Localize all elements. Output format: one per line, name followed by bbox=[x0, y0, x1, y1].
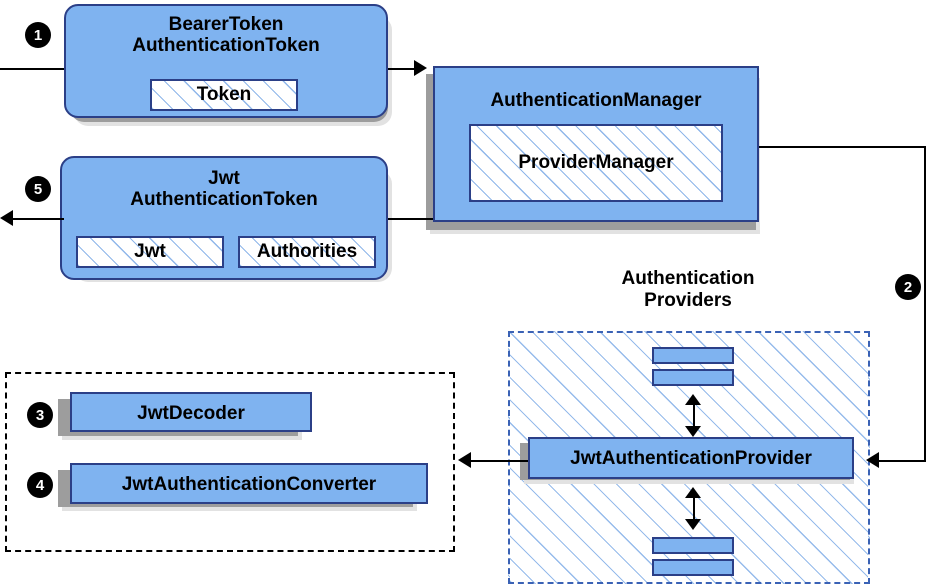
jwt-provider-title: JwtAuthenticationProvider bbox=[570, 448, 812, 469]
connector-provider-link-bottom bbox=[693, 491, 695, 523]
connector-manager-out-top bbox=[759, 146, 926, 148]
node-jwt-authentication-provider[interactable]: JwtAuthenticationProvider bbox=[528, 437, 854, 479]
arrowhead-provider-link-top-down bbox=[685, 426, 701, 437]
provider-placeholder-bar-top-1 bbox=[652, 347, 734, 364]
connector-response-out bbox=[8, 218, 64, 220]
authentication-providers-label: Authentication Providers bbox=[621, 268, 755, 311]
arrowhead-into-provider bbox=[866, 452, 879, 468]
node-jwt-authentication-converter[interactable]: JwtAuthenticationConverter bbox=[70, 463, 428, 504]
provider-placeholder-bar-bottom-2 bbox=[652, 559, 734, 576]
connector-into-provider bbox=[878, 460, 926, 462]
connector-provider-link-top bbox=[693, 398, 695, 430]
connector-manager-to-jwt-token bbox=[388, 218, 433, 220]
arrowhead-provider-link-top-up bbox=[685, 394, 701, 405]
connector-request-in bbox=[0, 68, 64, 70]
jwt-converter-title: JwtAuthenticationConverter bbox=[121, 474, 377, 495]
bearer-token-inner-token[interactable]: Token bbox=[150, 79, 298, 111]
step-badge-5: 5 bbox=[26, 177, 50, 201]
jwt-token-inner-authorities[interactable]: Authorities bbox=[238, 236, 376, 268]
jwt-decoder-title: JwtDecoder bbox=[137, 403, 245, 424]
arrowhead-provider-link-bottom-up bbox=[685, 487, 701, 498]
step-badge-4: 4 bbox=[28, 473, 52, 497]
bearer-token-title: BearerToken AuthenticationToken bbox=[132, 14, 320, 57]
authentication-manager-title: AuthenticationManager bbox=[490, 90, 702, 111]
arrowhead-bearer-to-manager bbox=[414, 60, 427, 76]
step-badge-3: 3 bbox=[28, 403, 52, 427]
jwt-token-inner-jwt[interactable]: Jwt bbox=[76, 236, 224, 268]
arrowhead-response-out bbox=[0, 210, 13, 226]
connector-manager-out-vertical bbox=[924, 146, 926, 461]
node-jwt-decoder[interactable]: JwtDecoder bbox=[70, 392, 312, 432]
authentication-manager-inner-provider-manager[interactable]: ProviderManager bbox=[469, 124, 723, 202]
provider-placeholder-bar-bottom-1 bbox=[652, 537, 734, 554]
provider-placeholder-bar-top-2 bbox=[652, 369, 734, 386]
jwt-support-container bbox=[5, 372, 455, 552]
connector-provider-to-jwt-support bbox=[470, 460, 528, 462]
jwt-token-title: Jwt AuthenticationToken bbox=[130, 168, 318, 211]
step-badge-2: 2 bbox=[896, 275, 920, 299]
arrowhead-provider-link-bottom-down bbox=[685, 519, 701, 530]
connector-bearer-to-manager bbox=[388, 68, 420, 70]
step-badge-1: 1 bbox=[26, 23, 50, 47]
arrowhead-provider-to-jwt-support bbox=[458, 452, 471, 468]
